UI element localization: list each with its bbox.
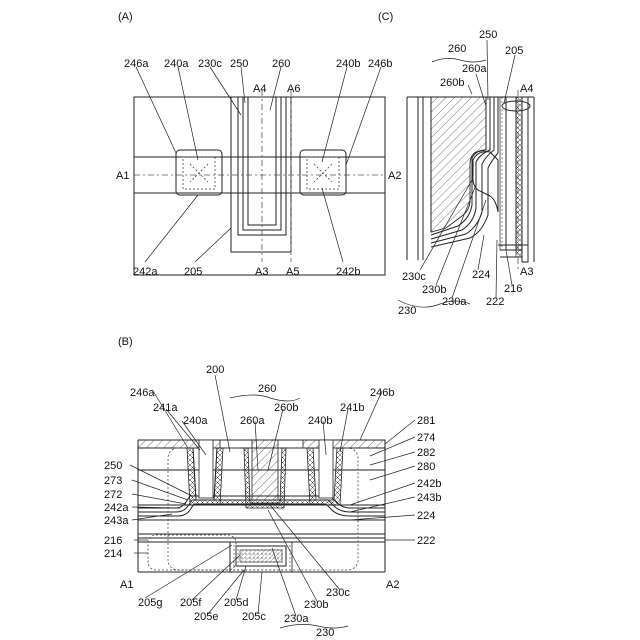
label-246b: 246b (368, 58, 392, 70)
label-224: 224 (417, 510, 435, 522)
panel-a-label: (A) (118, 11, 133, 23)
label-280: 280 (417, 461, 435, 473)
label-274: 274 (417, 432, 435, 444)
label-230c: 230c (198, 58, 222, 70)
label-230c: 230c (402, 271, 426, 283)
label-230a: 230a (442, 296, 467, 308)
label-200: 200 (206, 364, 224, 376)
label-230a: 230a (284, 613, 309, 625)
label-246a: 246a (130, 387, 155, 399)
label-205c: 205c (242, 611, 266, 623)
label-260: 260 (272, 58, 290, 70)
panel-b-label: (B) (118, 336, 133, 348)
label-a4: A4 (253, 83, 266, 95)
label-250: 250 (104, 460, 122, 472)
label-a2: A2 (386, 579, 399, 591)
label-246b: 246b (370, 387, 394, 399)
label-a3: A3 (520, 266, 533, 278)
label-205: 205 (505, 45, 523, 57)
label-246a: 246a (124, 58, 149, 70)
label-241b: 241b (340, 402, 364, 414)
label-a5: A5 (286, 266, 299, 278)
label-224: 224 (472, 269, 490, 281)
label-205d: 205d (224, 597, 248, 609)
label-a1: A1 (120, 579, 133, 591)
label-240a: 240a (183, 415, 208, 427)
label-243b: 243b (417, 492, 441, 504)
label-222: 222 (486, 296, 504, 308)
label-260b: 260b (440, 77, 464, 89)
electrode-246b (303, 440, 385, 448)
label-273: 273 (104, 475, 122, 487)
label-230b: 230b (422, 284, 446, 296)
label-281: 281 (417, 415, 435, 427)
label-260: 260 (258, 383, 276, 395)
region-205 (231, 97, 291, 252)
label-243a: 243a (104, 515, 129, 527)
panel-c-label: (C) (378, 11, 393, 23)
label-240a: 240a (164, 58, 189, 70)
label-205g: 205g (138, 597, 162, 609)
label-230: 230 (398, 305, 416, 317)
label-250: 250 (230, 58, 248, 70)
panel-b: (B) (104, 336, 441, 639)
label-a3: A3 (255, 266, 268, 278)
label-205e: 205e (194, 611, 218, 623)
label-216: 216 (104, 535, 122, 547)
panel-a-frame (134, 97, 385, 275)
panel-c: (C) (378, 11, 534, 317)
label-242b: 242b (417, 478, 441, 490)
label-230c: 230c (326, 587, 350, 599)
label-242a: 242a (104, 502, 129, 514)
label-a6: A6 (287, 83, 300, 95)
label-241a: 241a (153, 402, 178, 414)
label-230b: 230b (304, 599, 328, 611)
label-214: 214 (104, 548, 122, 560)
label-205f: 205f (180, 597, 202, 609)
label-260a: 260a (462, 63, 487, 75)
label-240b: 240b (308, 415, 332, 427)
label-230: 230 (316, 627, 334, 639)
label-205: 205 (184, 266, 202, 278)
label-260b: 260b (274, 402, 298, 414)
contact-240b (319, 440, 333, 498)
label-240b: 240b (336, 58, 360, 70)
label-a2: A2 (388, 170, 401, 182)
label-a1: A1 (116, 170, 129, 182)
label-250: 250 (479, 29, 497, 41)
label-242a: 242a (133, 266, 158, 278)
label-260: 260 (448, 43, 466, 55)
contact-240a (199, 440, 213, 498)
label-222: 222 (417, 535, 435, 547)
label-272: 272 (104, 489, 122, 501)
label-242b: 242b (336, 266, 360, 278)
conductor-260b (252, 440, 278, 500)
label-260a: 260a (240, 415, 265, 427)
panel-a: (A) (116, 11, 401, 278)
label-216: 216 (504, 283, 522, 295)
label-282: 282 (417, 447, 435, 459)
region-205-stack (500, 97, 506, 250)
label-a4: A4 (520, 83, 533, 95)
conductor-260b (431, 97, 486, 232)
